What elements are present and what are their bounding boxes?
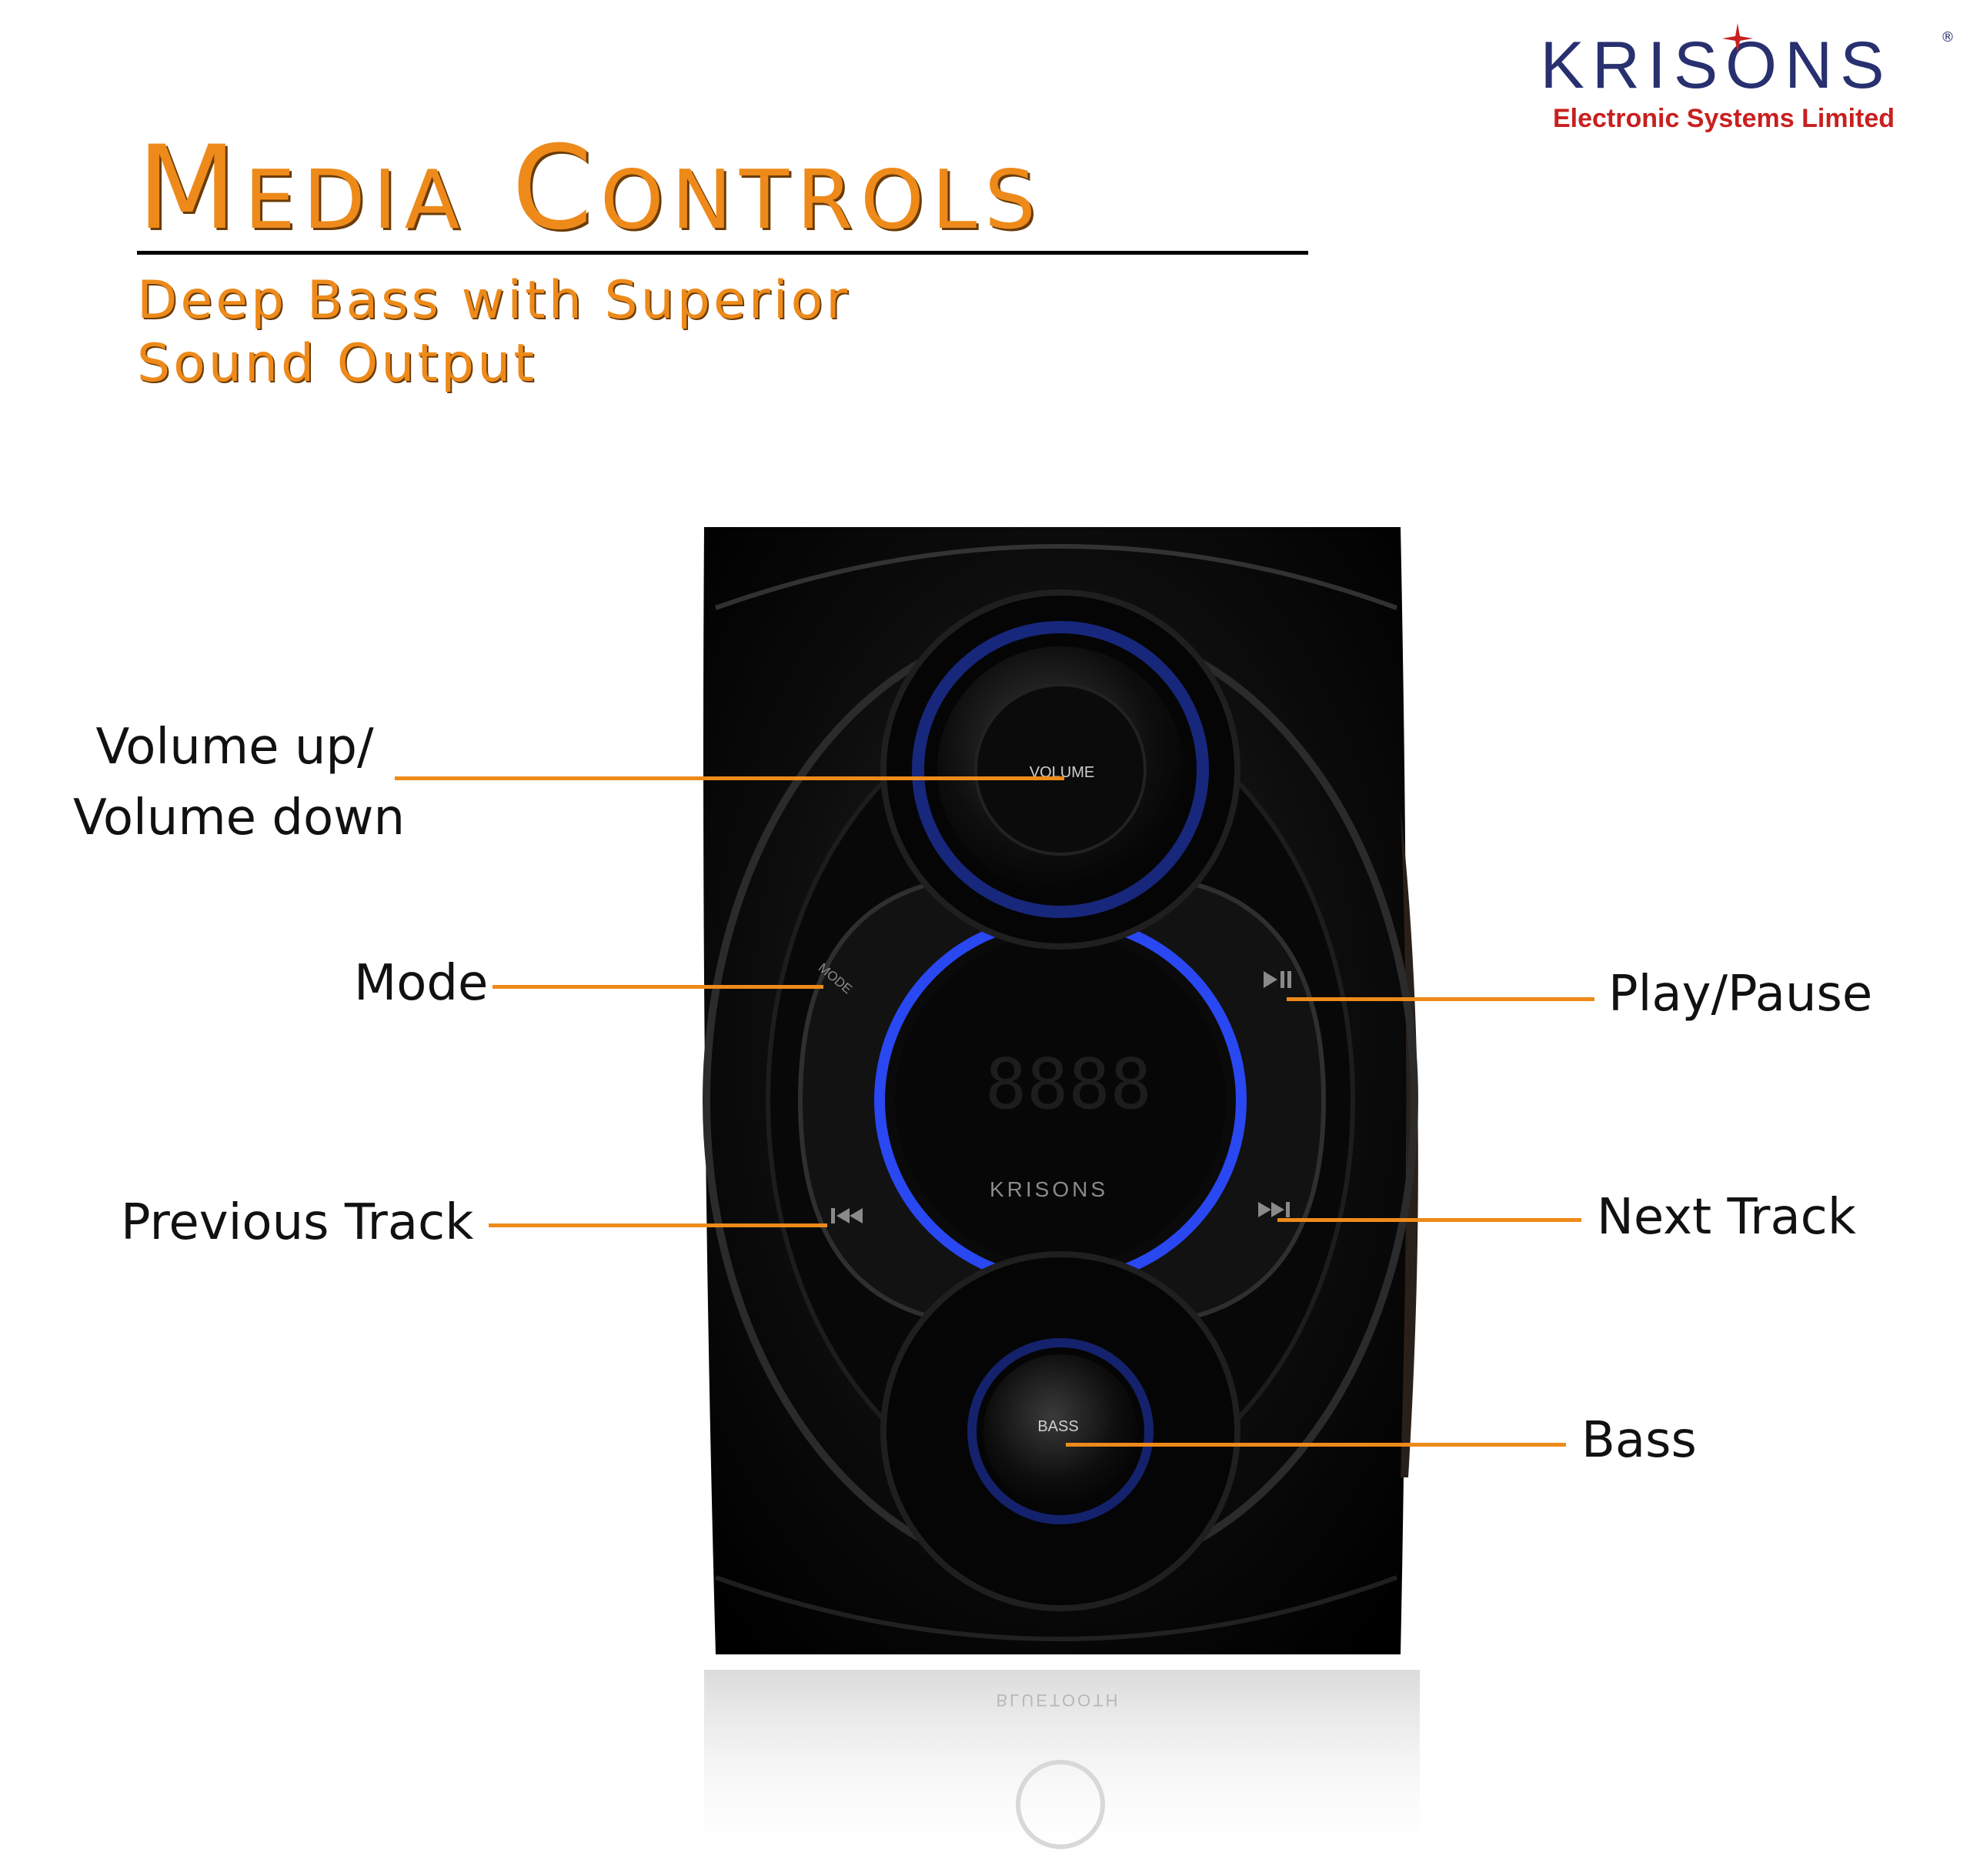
- title-divider: [137, 251, 1308, 255]
- svg-text:8888: 8888: [985, 1044, 1152, 1125]
- brand-tagline: Electronic Systems Limited: [1552, 104, 1895, 133]
- page-title: Media Controls: [137, 122, 1043, 255]
- brand-logo: KRISONS ® Electronic Systems Limited: [1478, 23, 1955, 139]
- next-leader-line: [1277, 1218, 1581, 1222]
- subtitle-line-2: Sound Output: [137, 333, 537, 394]
- star-icon: [1722, 23, 1753, 54]
- play-pause-leader-line: [1287, 997, 1594, 1001]
- play-pause-icon: [1264, 971, 1291, 988]
- callout-previous-track: Previous Track: [121, 1194, 474, 1251]
- registered-mark: ®: [1941, 29, 1955, 45]
- previous-track-icon: [831, 1208, 863, 1223]
- callout-bass: Bass: [1581, 1412, 1697, 1469]
- reflection-text: BLUETOOTH: [996, 1691, 1120, 1710]
- speaker-reflection: BLUETOOTH: [704, 1670, 1420, 1873]
- bass-knob-label: BASS: [1037, 1418, 1079, 1435]
- volume-leader-line: [395, 776, 1064, 780]
- page-subtitle: Deep Bass with Superior Sound Output: [137, 269, 1060, 396]
- callout-volume-line1: Volume up/: [95, 719, 374, 776]
- subtitle-line-1: Deep Bass with Superior: [137, 270, 851, 331]
- callout-next-track: Next Track: [1597, 1189, 1856, 1246]
- next-track-icon: [1258, 1202, 1290, 1217]
- previous-leader-line: [489, 1223, 827, 1227]
- callout-mode: Mode: [354, 955, 489, 1012]
- speaker-unit: 8888: [703, 527, 1418, 1654]
- brand-name: KRISONS: [1540, 28, 1892, 102]
- mode-leader-line: [492, 985, 823, 989]
- callout-volume: Volume up/ Volume down: [73, 712, 406, 853]
- callout-volume-line2: Volume down: [73, 789, 406, 846]
- bass-leader-line: [1066, 1443, 1566, 1447]
- display-brand: KRISONS: [989, 1177, 1109, 1201]
- callout-play-pause: Play/Pause: [1608, 966, 1873, 1023]
